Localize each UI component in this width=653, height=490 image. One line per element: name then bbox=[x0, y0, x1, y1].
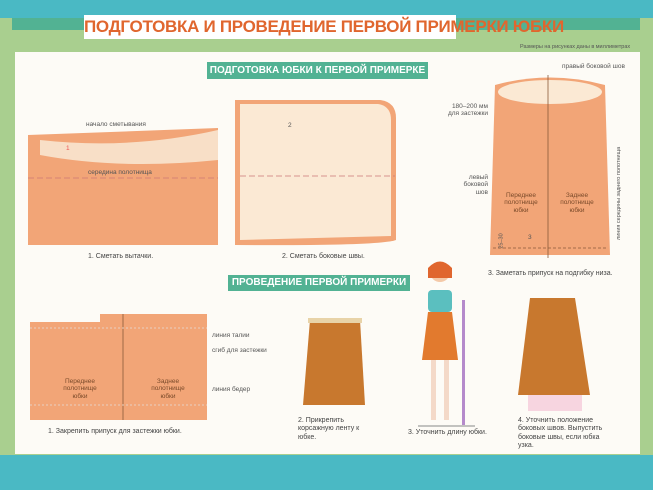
page-title: ПОДГОТОВКА И ПРОВЕДЕНИЕ ПЕРВОЙ ПРИМЕРКИ … bbox=[84, 15, 564, 39]
caption-step2-side-seams: 2. Сметать боковые швы. bbox=[282, 253, 365, 260]
section-header-preparation: ПОДГОТОВКА ЮБКИ К ПЕРВОЙ ПРИМЕРКЕ bbox=[207, 62, 428, 79]
label-left-seam: левый боковой шов bbox=[463, 174, 489, 196]
label-start-basting: начало сметывания bbox=[86, 121, 146, 128]
caption-step3-hem: 3. Заметать припуск на подгибку низа. bbox=[488, 270, 613, 277]
marker-3: 3 bbox=[528, 234, 532, 241]
label-middle-panel: середина полотнища bbox=[88, 169, 152, 176]
units-note: Размеры на рисунках даны в миллиметрах bbox=[520, 44, 631, 50]
label-hem: 25–30 bbox=[498, 233, 505, 249]
caption-fit-step3: 3. Уточнить длину юбки. bbox=[408, 429, 487, 436]
label-back-center: линия середины заднего полотнища bbox=[616, 146, 622, 240]
label-zip: 180–200 мм для застежки bbox=[447, 103, 488, 118]
label-right-seam: правый боковой шов bbox=[562, 63, 625, 70]
bottom-border bbox=[0, 455, 653, 490]
label-front-panel: Переднее полотнище юбки bbox=[504, 192, 538, 214]
label-front-panel-2: Переднее полотнище юбки bbox=[63, 378, 97, 400]
label-back-panel: Заднее полотнище юбки bbox=[560, 192, 594, 214]
marker-2: 2 bbox=[288, 122, 292, 129]
caption-step1-darts: 1. Сметать вытачки. bbox=[88, 253, 154, 260]
label-fold: сгиб для застежки bbox=[212, 347, 267, 354]
marker-1: 1 bbox=[66, 145, 70, 152]
label-hip: линия бедер bbox=[212, 386, 251, 393]
caption-fit-step4: 4. Уточнить положение боковых швов. Выпу… bbox=[518, 417, 603, 450]
caption-fit-step2: 2. Прикрепить корсажную ленту к юбке. bbox=[298, 417, 360, 441]
caption-fit-step1: 1. Закрепить припуск для застежки юбки. bbox=[48, 428, 182, 435]
section-header-fitting: ПРОВЕДЕНИЕ ПЕРВОЙ ПРИМЕРКИ bbox=[228, 275, 410, 291]
label-waist: линия талии bbox=[212, 332, 250, 339]
label-back-panel-2: Заднее полотнище юбки bbox=[151, 378, 185, 400]
top-border bbox=[0, 0, 653, 18]
